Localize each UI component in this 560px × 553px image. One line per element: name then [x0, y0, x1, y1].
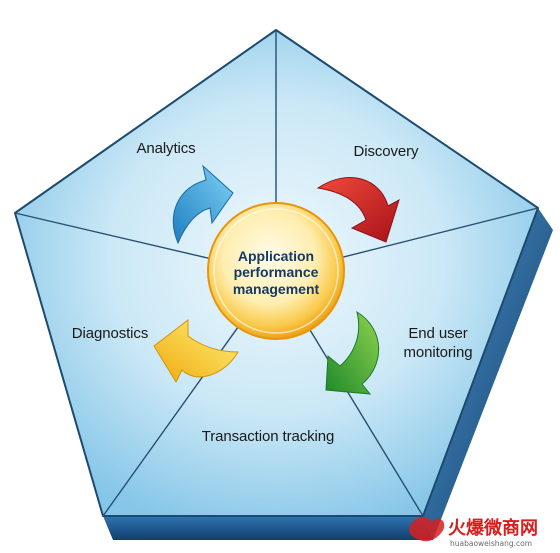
discovery-arrow-icon: [316, 177, 400, 243]
segment-label-monitoring: monitoring: [403, 344, 472, 361]
diagnostics-arrow-icon: [153, 318, 239, 384]
watermark-text: 火爆微商网: [448, 517, 538, 539]
segment-label-end-user: End user: [408, 325, 467, 342]
center-circle: [207, 202, 345, 340]
segment-label-transaction-tracking: Transaction tracking: [202, 428, 335, 445]
segment-label-analytics: Analytics: [136, 140, 195, 157]
watermark-url: huabaoweishang.com: [450, 539, 532, 548]
pentagon-bottom-side: [103, 516, 433, 540]
watermark: 火爆微商网 huabaoweishang.com: [409, 517, 538, 548]
center-label: Application performance management: [233, 248, 320, 297]
center-label-line: Application: [238, 248, 314, 264]
pentagon-right-side: [423, 208, 553, 540]
segment-label-discovery: Discovery: [354, 143, 420, 160]
center-label-line: management: [233, 281, 320, 297]
analytics-arrow-icon: [172, 164, 234, 245]
dragon-logo-icon: [409, 517, 445, 542]
end-user-monitoring-arrow-icon: [325, 310, 380, 395]
center-label-line: performance: [234, 264, 319, 280]
segment-label-diagnostics: Diagnostics: [72, 325, 148, 342]
